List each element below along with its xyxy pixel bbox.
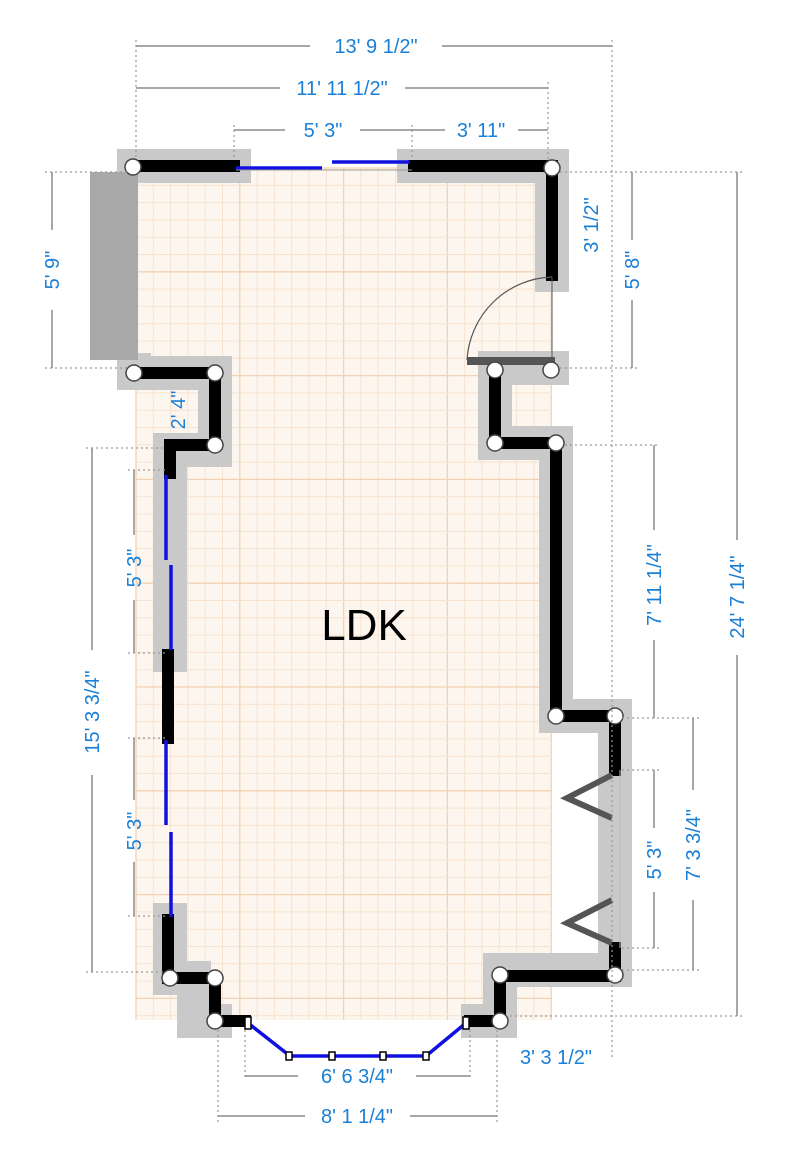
dim-left-upper: 5' 9"	[42, 251, 64, 290]
dim-bottom-bay-inner: 6' 6 3/4"	[321, 1066, 393, 1088]
dim-right-door: 5' 8"	[622, 251, 644, 290]
dim-right-lower: 7' 3 3/4"	[683, 809, 705, 881]
dim-bottom-right: 3' 3 1/2"	[520, 1047, 592, 1069]
floor-grid	[135, 167, 552, 1020]
dim-left-overall: 15' 3 3/4"	[82, 670, 104, 753]
dim-right-upper: 3' 1/2"	[581, 197, 603, 252]
dim-left-window-1: 5' 3"	[124, 549, 146, 588]
left-window-1	[164, 475, 173, 650]
dimension-labels: 13' 9 1/2" 11' 11 1/2" 5' 3" 3' 11" 3' 1…	[42, 36, 749, 1128]
bay-window	[244, 1016, 470, 1061]
folding-door	[560, 770, 621, 948]
dim-right-doors: 5' 3"	[644, 841, 666, 880]
dim-left-window-2: 5' 3"	[124, 812, 146, 851]
extension-lines	[45, 40, 742, 1122]
dim-top-overall: 13' 9 1/2"	[334, 36, 417, 58]
room-label: LDK	[321, 601, 407, 650]
top-window	[236, 160, 412, 171]
dim-right-overall: 24' 7 1/4"	[727, 555, 749, 638]
dim-right-middle: 7' 11 1/4"	[644, 544, 666, 626]
dim-top-window: 5' 3"	[304, 120, 343, 142]
dim-bottom-bay-outer: 8' 1 1/4"	[321, 1106, 393, 1128]
door-swing-arc	[466, 276, 553, 361]
dimension-lines	[51, 45, 738, 1117]
corner-nodes	[124, 158, 624, 1030]
left-window-2	[164, 740, 173, 917]
wall-right-lower	[489, 364, 621, 776]
dim-left-step: 2' 4"	[168, 391, 190, 430]
dim-top-inner: 11' 11 1/2"	[296, 78, 387, 100]
cabinet-block	[90, 172, 138, 360]
dim-top-right-segment: 3' 11"	[457, 120, 505, 142]
door-slab	[467, 357, 555, 365]
